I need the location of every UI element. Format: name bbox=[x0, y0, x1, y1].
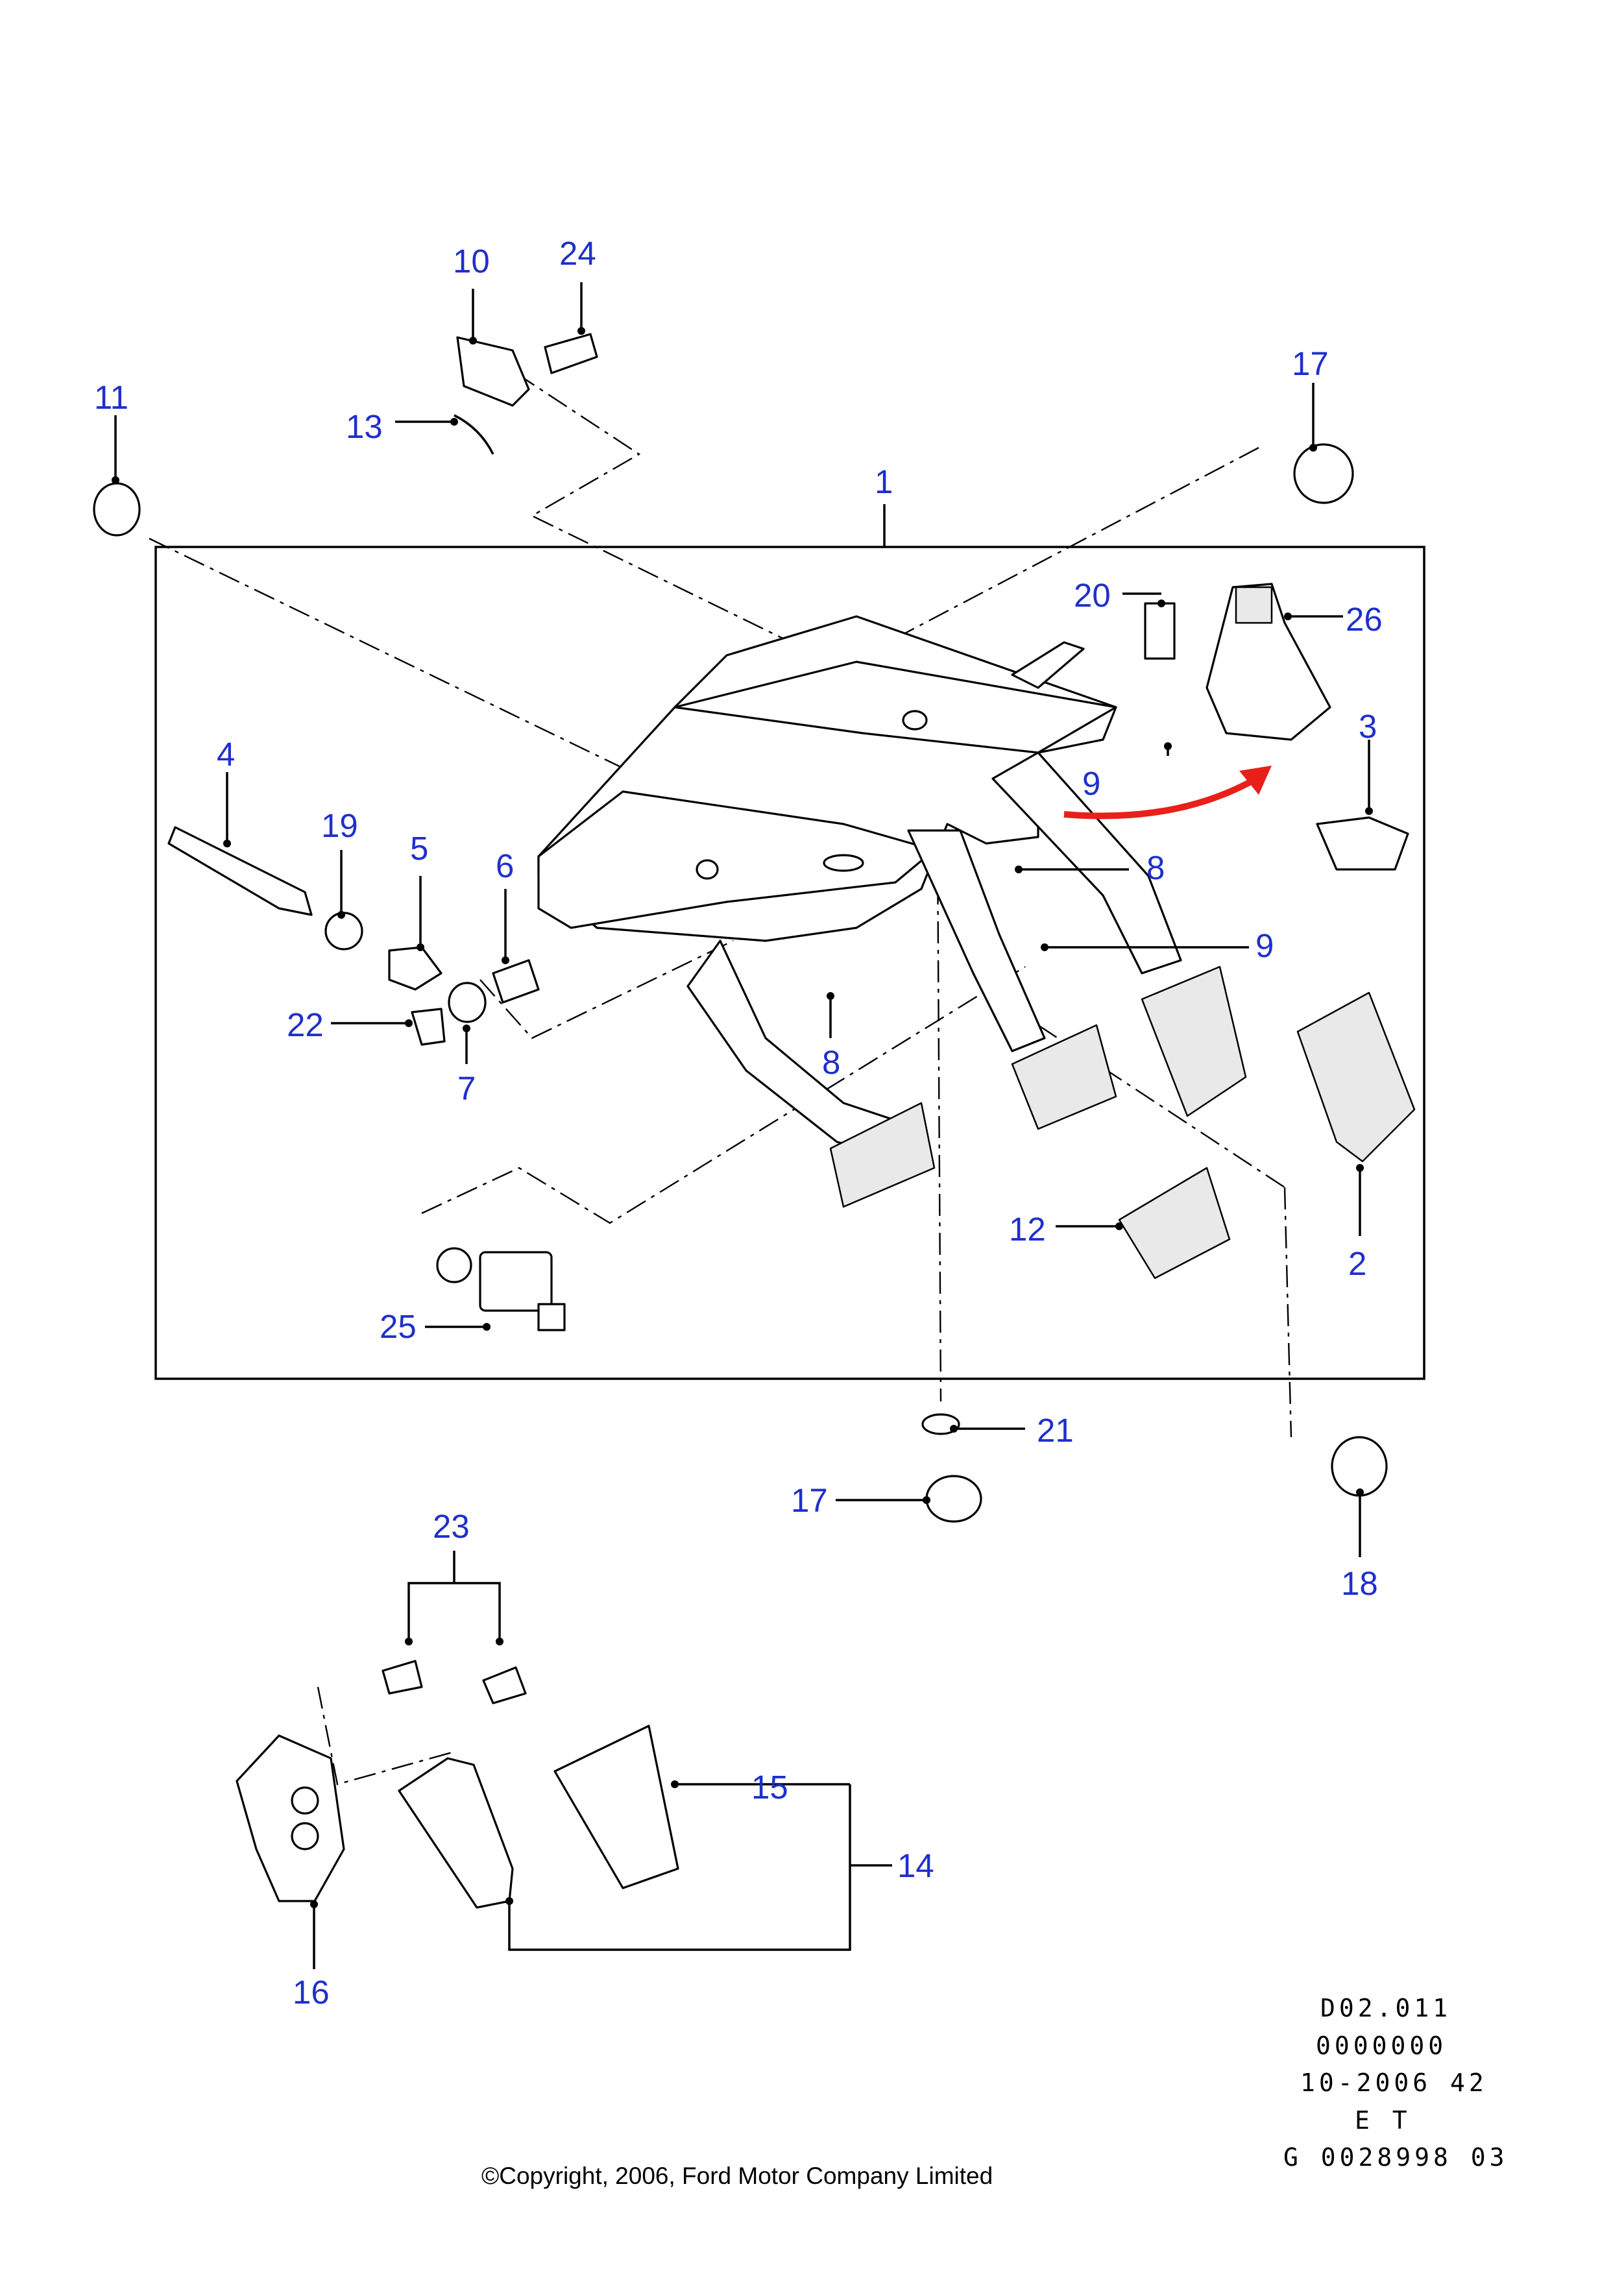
direction-arrow bbox=[1063, 772, 1264, 819]
part-13-clip bbox=[454, 414, 494, 455]
callout-6: 6 bbox=[496, 847, 514, 884]
part-2-pad bbox=[1296, 991, 1416, 1163]
part-10-clevis bbox=[456, 336, 530, 407]
callout-8a: 8 bbox=[1146, 849, 1165, 886]
callout-4: 4 bbox=[217, 736, 235, 773]
callout-15: 15 bbox=[751, 1769, 788, 1806]
callout-10: 10 bbox=[453, 243, 490, 280]
callout-11: 11 bbox=[94, 379, 128, 416]
part-20-sensor bbox=[1144, 602, 1176, 660]
copyright-notice: ©Copyright, 2006, Ford Motor Company Lim… bbox=[481, 2163, 993, 2189]
callout-13: 13 bbox=[346, 408, 383, 445]
callout-1: 1 bbox=[875, 463, 893, 500]
reference-line-1: D02.011 bbox=[1320, 1994, 1451, 2022]
callout-23: 23 bbox=[433, 1508, 470, 1545]
part-3-switch bbox=[1316, 816, 1409, 871]
callout-5: 5 bbox=[410, 830, 428, 867]
part-18-nut bbox=[1331, 1436, 1388, 1497]
callout-8b: 8 bbox=[822, 1044, 840, 1081]
callout-2: 2 bbox=[1348, 1245, 1366, 1282]
part-4-bolt bbox=[167, 826, 313, 916]
callout-21: 21 bbox=[1037, 1412, 1074, 1449]
callout-9a: 9 bbox=[1082, 765, 1100, 802]
callout-18: 18 bbox=[1341, 1565, 1378, 1602]
callout-labels: 1 2 3 4 5 6 7 8 8 9 9 10 11 12 13 14 15 … bbox=[94, 235, 1383, 2011]
callout-25: 25 bbox=[380, 1308, 417, 1345]
callout-9b: 9 bbox=[1255, 927, 1274, 964]
callout-20: 20 bbox=[1074, 577, 1111, 614]
callout-26: 26 bbox=[1346, 601, 1383, 638]
callout-12: 12 bbox=[1009, 1211, 1046, 1248]
part-15-pad bbox=[553, 1725, 679, 1889]
reference-line-4: E T bbox=[1355, 2106, 1411, 2135]
part-11-stud bbox=[93, 482, 141, 537]
reference-line-5: G 0028998 03 bbox=[1283, 2143, 1509, 2172]
part-14-pedal-arm bbox=[398, 1757, 514, 1909]
guide-lines bbox=[149, 372, 1292, 1786]
callout-3: 3 bbox=[1359, 708, 1377, 745]
callout-16: 16 bbox=[293, 1974, 330, 2011]
pedal-box-bracket bbox=[537, 615, 1247, 1208]
part-17-nut-top bbox=[1293, 443, 1354, 504]
assembly-frame bbox=[154, 546, 1425, 1380]
callout-7: 7 bbox=[457, 1070, 476, 1107]
part-17-nut-bottom bbox=[925, 1475, 982, 1523]
callout-19: 19 bbox=[321, 807, 358, 844]
callout-17b: 17 bbox=[791, 1482, 828, 1519]
part-7-bushing bbox=[448, 982, 487, 1023]
part-12-pad-cover bbox=[1118, 1167, 1231, 1279]
reference-line-2: 0000000 bbox=[1316, 2031, 1447, 2060]
part-6-pin bbox=[492, 959, 540, 1004]
reference-block: D02.011 0000000 10-2006 42 E T G 0028998… bbox=[1283, 1994, 1509, 2172]
part-24-pin bbox=[544, 333, 598, 374]
part-22-clip bbox=[411, 1008, 446, 1046]
reference-line-3: 10-2006 42 bbox=[1300, 2068, 1488, 2097]
leader-lines bbox=[112, 282, 1373, 1969]
callout-17a: 17 bbox=[1292, 345, 1329, 382]
part-16-bracket bbox=[236, 1734, 345, 1902]
part-5-clip bbox=[388, 946, 442, 991]
callout-22: 22 bbox=[287, 1006, 324, 1043]
callout-14: 14 bbox=[897, 1847, 934, 1884]
part-25-switch bbox=[436, 1247, 566, 1331]
part-21-washer bbox=[921, 1413, 960, 1435]
part-19-nut bbox=[324, 912, 363, 951]
callout-24: 24 bbox=[559, 235, 596, 272]
